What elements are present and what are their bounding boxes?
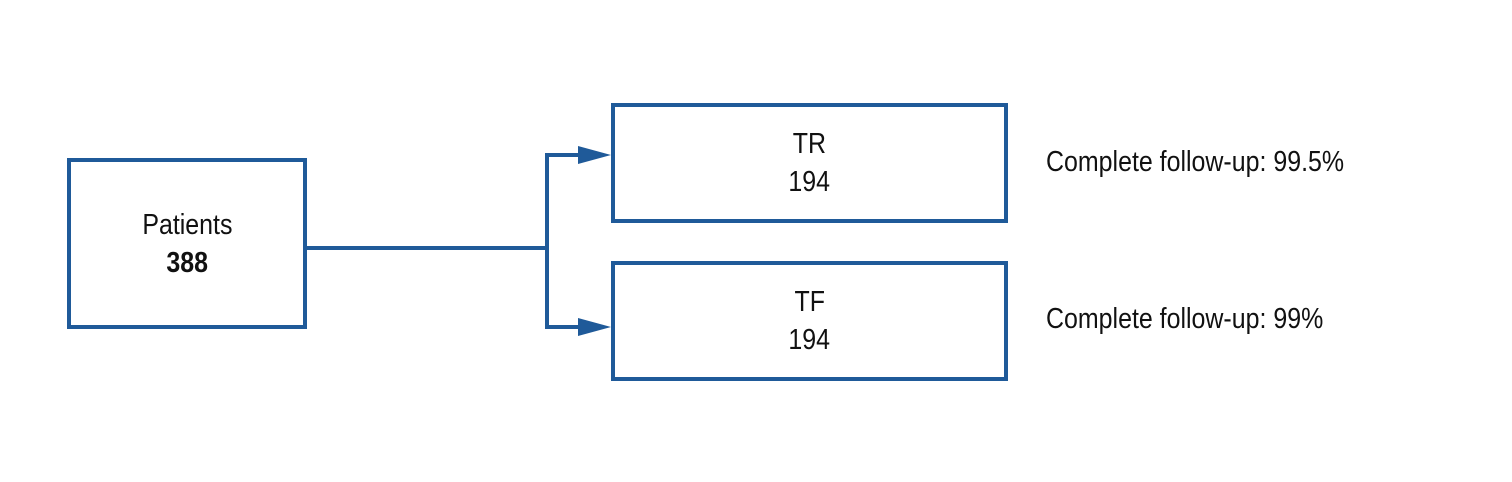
arrow-to-tr-icon (578, 146, 611, 164)
tr-count: 194 (788, 166, 831, 198)
tf-followup-text: Complete follow-up: 99% (1046, 303, 1324, 335)
patients-label: Patients (141, 208, 233, 241)
tf-label: TF (794, 286, 825, 318)
tr-label: TR (792, 128, 827, 160)
tf-box: TF 194 (611, 261, 1008, 381)
patients-box: Patients 388 (67, 158, 307, 329)
tr-followup-text: Complete follow-up: 99.5% (1046, 146, 1345, 178)
arrow-to-tf-icon (578, 318, 611, 336)
patients-count: 388 (166, 246, 208, 279)
tr-box: TR 194 (611, 103, 1008, 223)
tf-count: 194 (788, 324, 831, 356)
